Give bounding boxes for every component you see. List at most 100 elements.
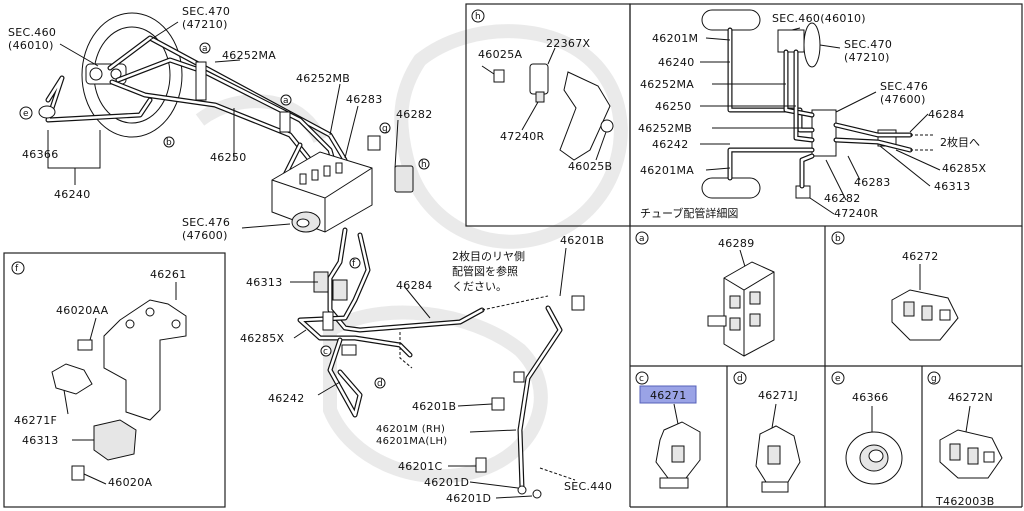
label-sec440: SEC.440 — [564, 480, 612, 493]
rear-wheel — [701, 177, 761, 199]
bolt-46020a — [71, 465, 85, 481]
clip-d-part: 46271J — [758, 389, 798, 402]
svg-text:c: c — [323, 347, 328, 357]
detail-label-sec470: SEC.470 — [844, 38, 892, 51]
sensor-22367x — [529, 63, 549, 95]
label-46020a: 46020A — [108, 476, 152, 489]
main-labels: SEC.460 (46010) SEC.470 (47210) 46252MA … — [8, 5, 612, 505]
label-46201m-rh: 46201M (RH) — [376, 424, 445, 435]
callout-b: b — [163, 136, 175, 148]
detail-label-sec476: SEC.476 — [880, 80, 928, 93]
clip-grid — [629, 226, 1023, 508]
panel-f-frame — [3, 252, 226, 508]
clip-46271f — [51, 363, 93, 395]
detail-label-46201m: 46201M — [652, 32, 698, 45]
detail-label-46242: 46242 — [652, 138, 689, 151]
label-sec476-code: (47600) — [182, 229, 228, 242]
grommet-46366 — [38, 105, 56, 119]
clip-a-part: 46289 — [718, 237, 755, 250]
detail-booster — [803, 22, 821, 68]
label-46201b-mid: 46201B — [412, 400, 456, 413]
detail-label-46284: 46284 — [928, 108, 965, 121]
clip-46272 — [891, 289, 959, 341]
bolt-46025a — [493, 69, 505, 83]
label-46025a: 46025A — [478, 48, 522, 61]
label-46201ma-lh: 46201MA(LH) — [376, 436, 447, 447]
clip-g-part: 46272N — [948, 391, 993, 404]
brake-tubes — [45, 35, 563, 491]
detail-master-cylinder — [777, 29, 805, 53]
clip-c-part: 46271 — [650, 389, 687, 402]
label-sec470-code: (47210) — [182, 18, 228, 31]
tube-detail-frame — [629, 3, 1023, 227]
bracket-46261 — [103, 299, 187, 421]
detail-note: 2枚目へ — [940, 135, 980, 149]
label-46242: 46242 — [268, 392, 305, 405]
svg-text:b: b — [166, 138, 172, 148]
callout-g: g — [379, 122, 391, 134]
callout-e: e — [19, 106, 33, 120]
label-46201d-2: 46201D — [446, 492, 491, 505]
callout-f: f — [349, 257, 361, 269]
diagram-code: T462003B — [935, 495, 995, 508]
detail-label-sec470-code: (47210) — [844, 51, 890, 64]
callout-h: h — [418, 158, 430, 170]
label-46271f: 46271F — [14, 414, 57, 427]
clip-e-part: 46366 — [852, 391, 889, 404]
detail-label-46201ma: 46201MA — [640, 164, 694, 177]
svg-text:h: h — [475, 12, 481, 22]
svg-text:h: h — [421, 160, 427, 170]
dashed-leaders — [399, 295, 576, 481]
detail-label-46313: 46313 — [934, 180, 971, 193]
label-46250: 46250 — [210, 151, 247, 164]
detail-caption: チューブ配管詳細図 — [640, 206, 738, 220]
rear-hose-fittings — [475, 371, 542, 499]
svg-text:f: f — [352, 259, 356, 269]
detail-label-46250: 46250 — [655, 100, 692, 113]
clip-46272n — [939, 429, 1003, 479]
label-sec460: SEC.460 — [8, 26, 56, 39]
bolt-46020aa — [77, 339, 93, 351]
clip-46271[interactable] — [655, 421, 701, 489]
detail-label-46252ma: 46252MA — [640, 78, 694, 91]
detail-label-46283: 46283 — [854, 176, 891, 189]
label-46201c: 46201C — [398, 460, 442, 473]
panel-h-tag: h — [471, 9, 485, 23]
panel-f: f 46261 46020AA 46271F 46313 46020A — [11, 261, 187, 489]
tube-detail: 46201M 46240 46252MA 46250 46252MB 46242… — [638, 9, 986, 220]
label-46282: 46282 — [396, 108, 433, 121]
nut-46025b — [600, 119, 614, 133]
detail-abs-unit — [811, 109, 837, 157]
label-46284: 46284 — [396, 279, 433, 292]
label-46252ma: 46252MA — [222, 49, 276, 62]
label-46366: 46366 — [22, 148, 59, 161]
label-sec476: SEC.476 — [182, 216, 230, 229]
svg-text:f: f — [15, 264, 19, 274]
label-46261: 46261 — [150, 268, 187, 281]
detail-tubes — [727, 27, 913, 189]
svg-text:a: a — [202, 44, 208, 54]
detail-label-46282: 46282 — [824, 192, 861, 205]
label-46201d-1: 46201D — [424, 476, 469, 489]
label-sec460-code: (46010) — [8, 39, 54, 52]
svg-text:a: a — [283, 96, 289, 106]
clip-panel-g: g 46272N — [927, 371, 1003, 479]
grommet-46366-detail — [845, 431, 903, 485]
callout-a: a — [199, 42, 211, 54]
svg-text:d: d — [377, 379, 383, 389]
detail-label-46252mb: 46252MB — [638, 122, 692, 135]
svg-text:d: d — [737, 374, 743, 384]
label-46313: 46313 — [246, 276, 283, 289]
label-sec470: SEC.470 — [182, 5, 230, 18]
svg-text:c: c — [639, 374, 644, 384]
clip-b-part: 46272 — [902, 250, 939, 263]
bracket-47240r — [559, 71, 611, 161]
label-47240r: 47240R — [500, 130, 544, 143]
label-22367x: 22367X — [546, 37, 590, 50]
clip-panel-a: a 46289 — [635, 231, 775, 357]
panel-h: h 46025A 22367X 47240R 46025B — [471, 9, 614, 173]
clip-panel-d: d 46271J — [733, 371, 801, 493]
label-46020aa: 46020AA — [56, 304, 109, 317]
note-line-1: 2枚目のリヤ側 — [452, 249, 525, 263]
